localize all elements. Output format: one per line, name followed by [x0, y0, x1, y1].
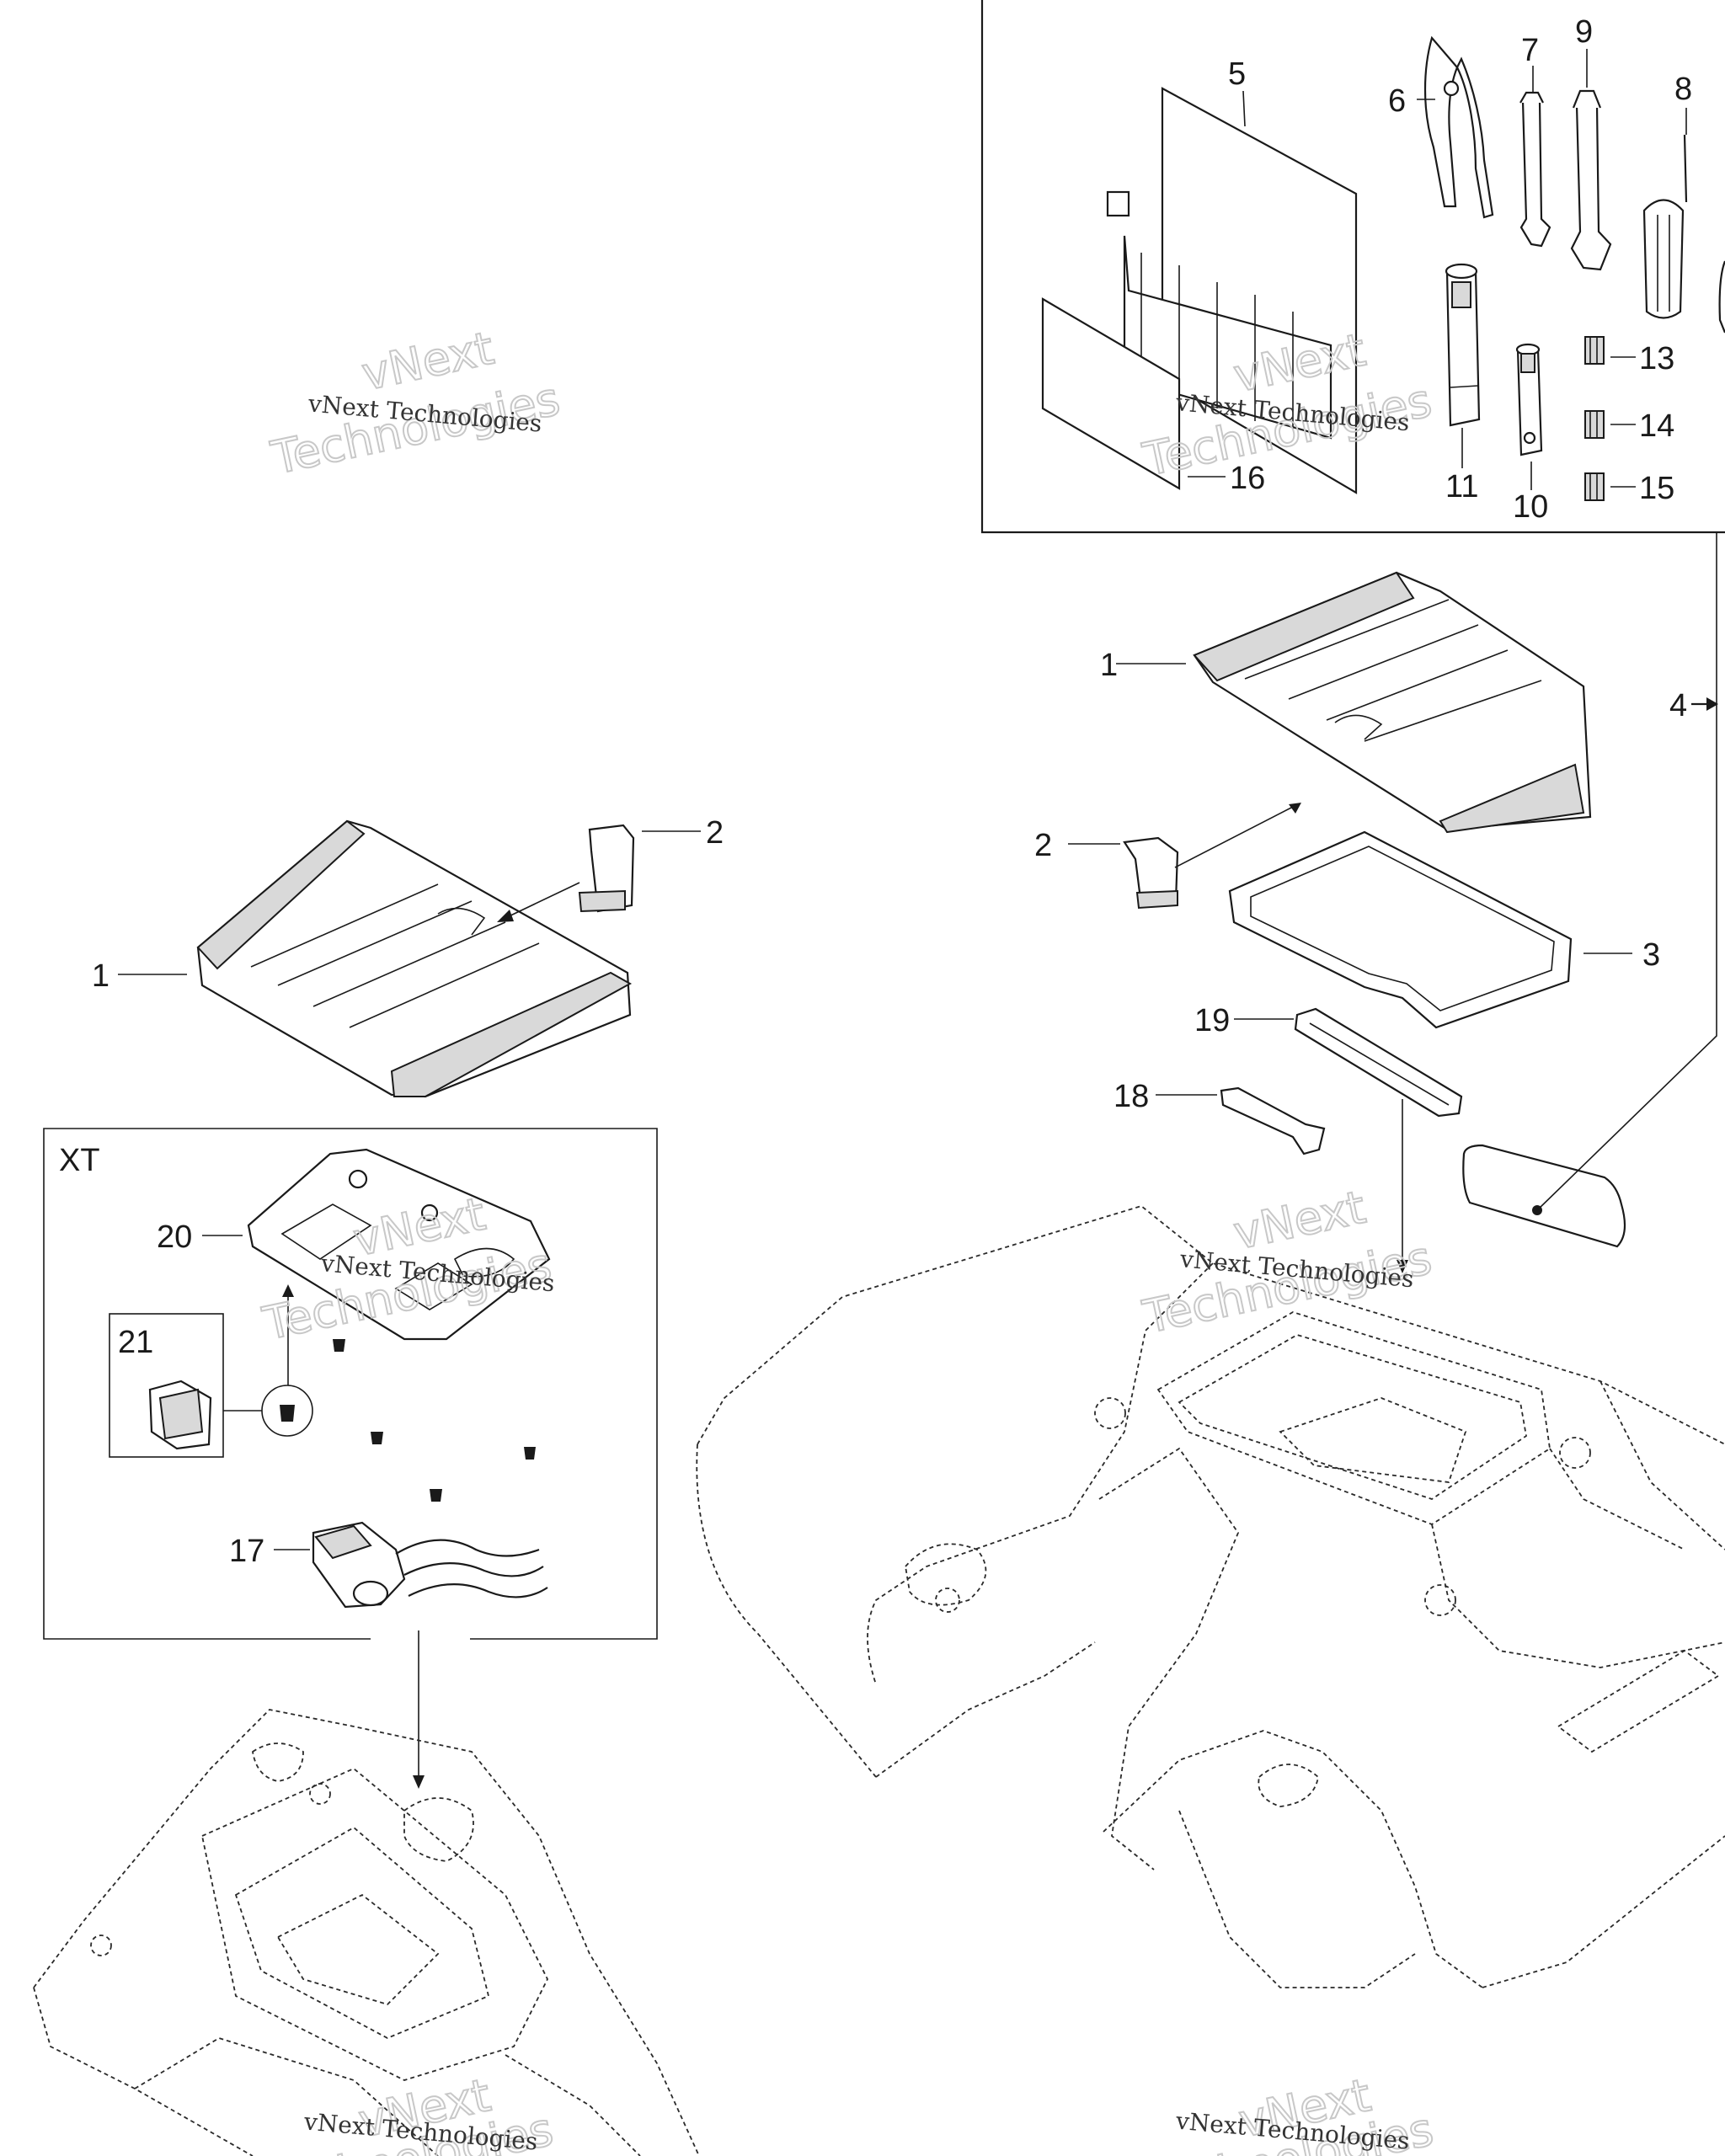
- part-10-socket-wrench: [1515, 343, 1543, 456]
- callout-6: 6: [1388, 83, 1406, 119]
- part-1-rack-right: [1193, 571, 1592, 834]
- group-4-bracket: [1536, 532, 1717, 1211]
- callout-1-right: 1: [1100, 648, 1118, 683]
- callouts: 5 6 7 9 8 13 14 15 11 10 16 1 4 2 3 19 1…: [59, 14, 1692, 1569]
- callout-9: 9: [1575, 14, 1593, 50]
- callout-2-left: 2: [706, 815, 724, 851]
- xt-box: [43, 1128, 658, 1640]
- callout-13: 13: [1639, 341, 1674, 376]
- part-15-fuse: [1584, 472, 1605, 501]
- part-2-clip-left: [578, 824, 635, 913]
- callout-3: 3: [1642, 937, 1660, 973]
- part-11-socket-wrench: [1445, 263, 1481, 427]
- part-8-screwdriver: [1642, 134, 1688, 319]
- part-14-fuse: [1584, 410, 1605, 439]
- callout-1-left: 1: [92, 958, 109, 994]
- callout-17: 17: [229, 1534, 264, 1569]
- part-18-spanner: [1220, 1086, 1326, 1155]
- callout-4: 4: [1669, 688, 1687, 723]
- callout-11: 11: [1445, 469, 1478, 504]
- part-12-tool-partial: [1718, 260, 1725, 334]
- callout-7: 7: [1521, 33, 1539, 68]
- callout-18: 18: [1114, 1079, 1149, 1114]
- part-17-harness: [312, 1521, 548, 1609]
- tool-kit-roll: [1462, 1144, 1626, 1248]
- callout-16: 16: [1230, 461, 1265, 496]
- part-1-rack-left: [196, 819, 633, 1098]
- part-16-card: [1041, 297, 1181, 490]
- part-9-wrench: [1570, 89, 1612, 271]
- part-2-clip-right: [1123, 836, 1179, 910]
- part-7-wrench: [1519, 91, 1551, 248]
- part-6-pliers: [1423, 35, 1494, 219]
- part-21-inset: [109, 1313, 224, 1458]
- callout-10: 10: [1513, 489, 1548, 525]
- part-21-clip: [148, 1380, 212, 1450]
- part-20-tray: [247, 1148, 551, 1341]
- xt-label: XT: [59, 1143, 100, 1178]
- rear-fender-right: [696, 1205, 1725, 1988]
- part-19-latch-bar: [1294, 1007, 1463, 1118]
- part-3-gasket: [1228, 830, 1573, 1029]
- callout-5: 5: [1228, 56, 1246, 92]
- callout-14: 14: [1639, 408, 1674, 444]
- part-13-fuse: [1584, 336, 1605, 365]
- callout-2-right: 2: [1034, 828, 1052, 863]
- callout-19: 19: [1194, 1003, 1230, 1038]
- callout-21: 21: [118, 1325, 153, 1360]
- callout-8: 8: [1674, 72, 1692, 107]
- callout-15: 15: [1639, 471, 1674, 506]
- callout-20: 20: [157, 1219, 192, 1255]
- tool-kit-box: [980, 0, 1725, 534]
- rear-fender-left: [33, 1709, 700, 2156]
